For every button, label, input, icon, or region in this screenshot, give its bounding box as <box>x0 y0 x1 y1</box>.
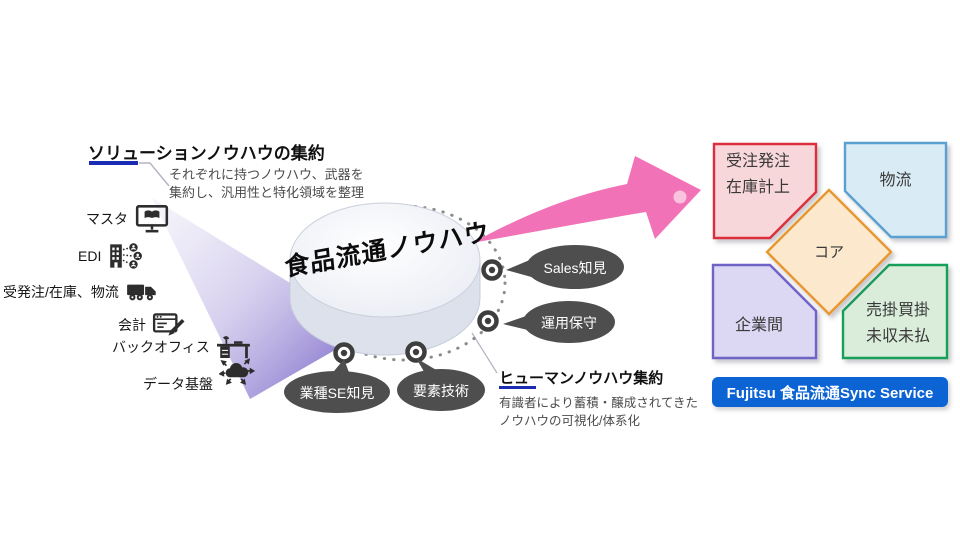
human-description-line2: ノウハウの可視化/体系化 <box>499 413 640 428</box>
knowledge-item-label: 受発注/在庫、物流 <box>3 284 119 300</box>
human-heading-connector <box>471 332 498 374</box>
arrow-dot <box>673 190 687 204</box>
knowledge-item-master: マスタ <box>86 203 170 235</box>
logistics-box-label: 物流 <box>879 172 912 189</box>
receivable-box-shape <box>841 263 949 360</box>
solution-description-line1: それぞれに持つノウハウ、武器を <box>169 167 364 182</box>
bubble-element-tech-label: 要素技術 <box>413 383 469 399</box>
solution-heading: ソリューションノウハウの集約 <box>88 144 325 163</box>
knowledge-item-edi: EDI <box>78 240 143 272</box>
knowledge-item-label: EDI <box>78 248 102 264</box>
bubble-element-tech-shape <box>397 358 485 411</box>
bubble-operation-shape <box>503 301 615 343</box>
bubble-industry-se-shape <box>284 359 390 413</box>
human-description: 有識者により蓄積・醸成されてきた ノウハウの可視化/体系化 <box>499 395 698 431</box>
knowledge-item-label: マスタ <box>86 211 128 227</box>
document-pencil-icon <box>152 309 188 341</box>
b2b-box-shape <box>711 263 818 360</box>
knowledge-item-label: データ基盤 <box>143 376 213 392</box>
transform-arrow <box>472 156 701 243</box>
human-heading: ヒューマンノウハウ集約 <box>499 370 664 387</box>
office-desk-icon <box>216 331 252 363</box>
building-network-icon <box>107 240 143 272</box>
dotted-orbit <box>301 204 507 362</box>
bubble-industry-se-label: 業種SE知見 <box>299 385 375 401</box>
knowledge-item-accounting: 会計 <box>118 309 188 341</box>
service-banner-label: Fujitsu 食品流通Sync Service <box>726 384 934 402</box>
solution-heading-underline <box>89 161 138 165</box>
knowledge-item-order-logistics: 受発注/在庫、物流 <box>3 276 161 308</box>
bubble-operation-label: 運用保守 <box>541 315 597 331</box>
solution-description-line2: 集約し、汎用性と特化領域を整理 <box>169 185 365 201</box>
core-disc-shape <box>289 202 481 356</box>
core-diamond-shape <box>765 188 893 316</box>
b2b-box-label: 企業間 <box>734 317 783 334</box>
knowledge-item-data-platform: データ基盤 <box>143 358 255 400</box>
core-diamond-label: コア <box>813 244 844 261</box>
knowledge-funnel-beam <box>152 198 368 399</box>
solution-heading-connector <box>139 162 170 187</box>
human-description-line1: 有識者により蓄積・醸成されてきた <box>499 396 699 410</box>
human-heading-underline <box>499 386 536 389</box>
logistics-box-shape <box>843 141 948 239</box>
knowledge-item-backoffice: バックオフィス <box>112 331 252 363</box>
knowledge-item-label: バックオフィス <box>112 339 210 355</box>
solution-description: それぞれに持つノウハウ、武器を 集約し、汎用性と特化領域を整理 <box>169 166 364 203</box>
bubble-sales-shape <box>506 245 624 289</box>
monitor-book-icon <box>134 203 170 235</box>
data-hub-icon <box>219 356 255 388</box>
service-banner: Fujitsu 食品流通Sync Service <box>712 377 948 407</box>
order-box-label: 受注発注 在庫計上 <box>726 153 791 197</box>
receivable-box-label: 売掛買掛 未収未払 <box>866 302 931 346</box>
truck-icon <box>125 276 161 308</box>
order-box-shape <box>712 142 818 240</box>
knowledge-item-label: 会計 <box>118 317 146 333</box>
bubble-sales-label: Sales知見 <box>543 260 607 276</box>
